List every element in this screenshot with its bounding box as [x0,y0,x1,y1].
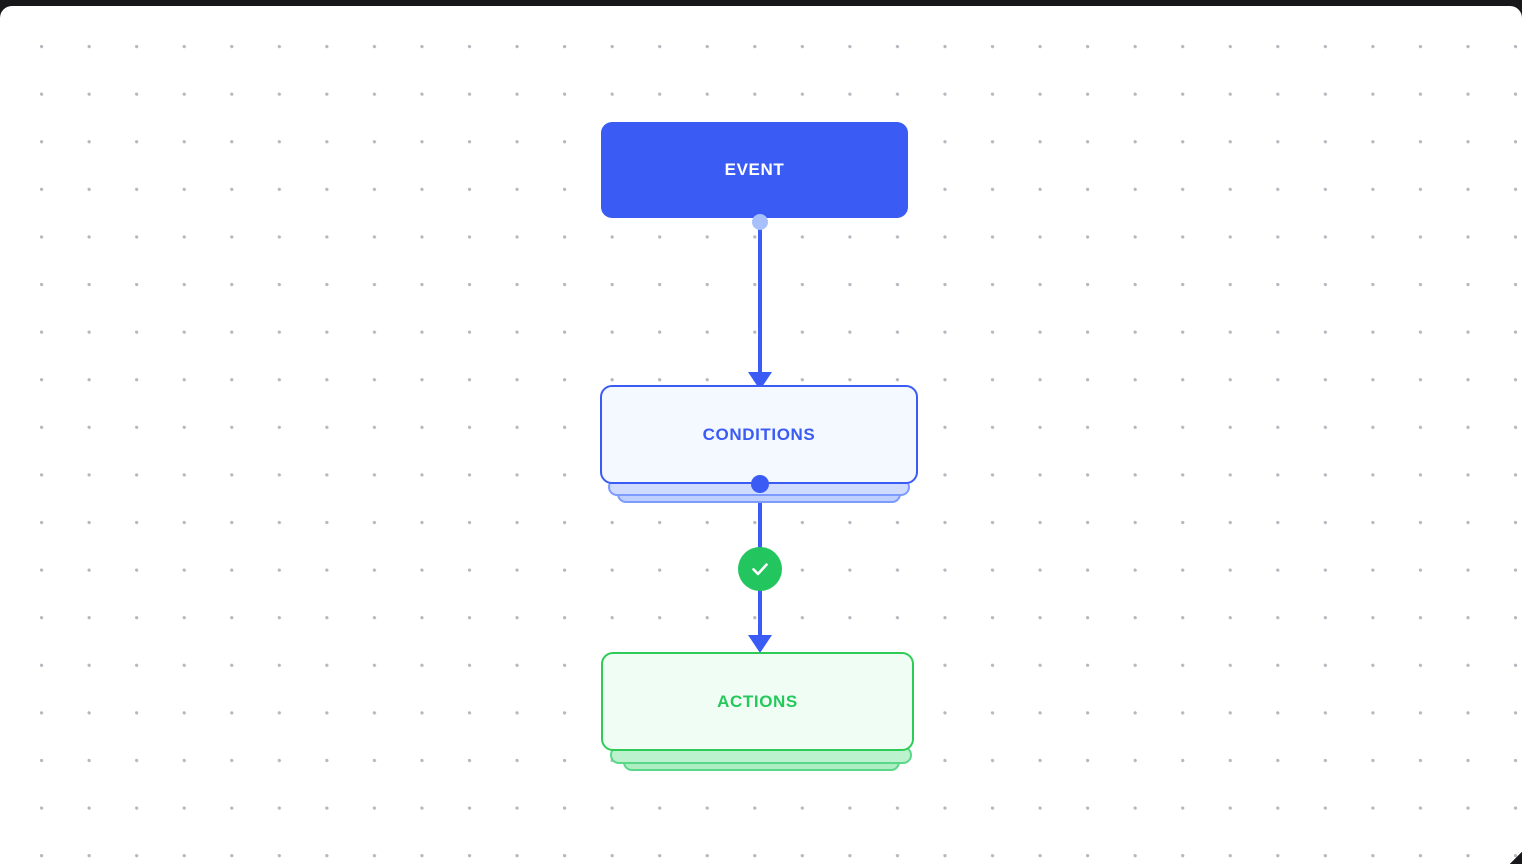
port-event-output[interactable] [752,214,768,230]
flow-node-actions-label: ACTIONS [717,691,798,711]
flow-node-actions-stack: ACTIONS [601,652,919,772]
flow-node-conditions[interactable]: CONDITIONS [600,385,918,484]
port-conditions-output[interactable] [751,475,769,493]
condition-true-badge[interactable] [738,547,782,591]
check-icon [752,563,768,576]
flow-node-event[interactable]: EVENT [601,122,908,218]
flow-canvas[interactable]: EVENT CONDITIONS ACTIONS [0,6,1522,864]
flow-node-conditions-stack: CONDITIONS [600,385,918,505]
flow-node-actions[interactable]: ACTIONS [601,652,914,751]
window-resize-handle[interactable] [1510,852,1522,864]
flow-node-conditions-label: CONDITIONS [702,424,816,444]
connector-event-to-conditions[interactable] [748,216,772,390]
flow-node-event-label: EVENT [724,160,785,179]
window-titlebar-strip [0,0,1522,7]
